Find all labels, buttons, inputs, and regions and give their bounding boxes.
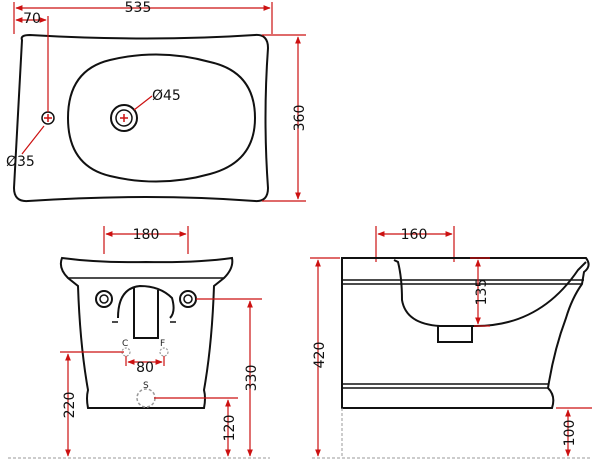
dimension-inlet-height: 220 xyxy=(60,351,124,457)
hole-offset-label: 70 xyxy=(23,11,41,27)
tap-hole-diameter-label: Ø35 xyxy=(6,154,35,170)
fixing-right-inner xyxy=(183,294,193,304)
side-view-drain-outlet xyxy=(437,326,473,343)
hot-inlet-label: F xyxy=(160,339,165,349)
front-view-pillar xyxy=(117,284,175,339)
dimension-tap-height: 330 xyxy=(196,298,262,457)
side-view: 160 135 420 100 xyxy=(310,226,592,459)
drain-diameter-callout: Ø45 xyxy=(133,88,181,111)
drain-offset-label: 160 xyxy=(401,227,428,243)
top-view-basin-outline xyxy=(66,53,257,183)
front-width-label: 180 xyxy=(133,227,160,243)
dimension-bowl-depth: 135 xyxy=(470,257,490,327)
drain-diameter-label: Ø45 xyxy=(152,88,181,104)
side-view-bowl-section xyxy=(393,259,587,327)
side-view-body-outline xyxy=(341,257,590,409)
fixing-left-inner xyxy=(99,294,109,304)
waste-height-label: 120 xyxy=(222,415,238,442)
dimension-waste-height: 120 xyxy=(154,397,238,457)
tap-height-label: 330 xyxy=(244,365,260,392)
top-view-rim-outline xyxy=(12,33,270,203)
dimension-base-height: 100 xyxy=(556,407,592,457)
waste-outlet-label: S xyxy=(143,381,149,391)
inlet-height-label: 220 xyxy=(62,392,78,419)
waste-outlet-marker xyxy=(136,388,156,408)
front-view-body-outline xyxy=(59,256,234,409)
drain-hole-outer xyxy=(110,104,138,132)
cold-inlet-label: C xyxy=(122,339,128,349)
top-view: 535 70 360 Ø45 Ø35 xyxy=(6,0,308,203)
dimension-overall-height: 420 xyxy=(310,257,340,457)
fixing-right-outer xyxy=(179,290,197,308)
tap-hole-diameter-callout: Ø35 xyxy=(6,125,45,170)
inlet-spacing-label: 80 xyxy=(136,360,154,376)
dimension-hole-offset: 70 xyxy=(15,11,49,112)
dimension-inlet-spacing: 80 xyxy=(125,356,165,376)
drain-hole-inner xyxy=(115,109,133,127)
overall-width-label: 535 xyxy=(125,0,152,16)
front-view: 180 C F S 80 220 xyxy=(8,226,270,459)
fixing-left-outer xyxy=(95,290,113,308)
bowl-depth-label: 135 xyxy=(474,279,490,306)
depth-label: 360 xyxy=(292,105,308,132)
dimension-depth: 360 xyxy=(262,34,308,202)
overall-height-label: 420 xyxy=(312,342,328,369)
hot-inlet-marker xyxy=(159,347,169,357)
base-height-label: 100 xyxy=(562,420,578,447)
dimension-overall-width: 535 xyxy=(13,0,273,34)
dimension-front-width: 180 xyxy=(103,226,189,254)
dimension-drain-offset: 160 xyxy=(375,226,455,262)
